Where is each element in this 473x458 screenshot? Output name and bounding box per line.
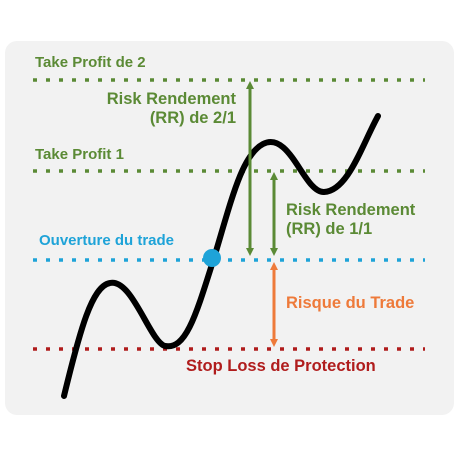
- entry-label: Ouverture du trade: [39, 232, 175, 249]
- rr-2-1-label: Risk Rendement (RR) de 2/1: [90, 90, 236, 128]
- rr-1-1-label-line1: Risk Rendement: [286, 201, 416, 219]
- take-profit-2-label: Take Profit de 2: [35, 54, 146, 71]
- rr-2-1-label-line1: Risk Rendement: [106, 90, 236, 108]
- entry-point-marker: [203, 249, 221, 267]
- rr-1-1-label-line2: (RR) de 1/1: [286, 219, 373, 238]
- take-profit-1-label: Take Profit 1: [35, 146, 124, 163]
- stop-loss-label: Stop Loss de Protection: [186, 357, 376, 375]
- diagram-panel: [5, 41, 454, 415]
- risk-label: Risque du Trade: [286, 294, 415, 312]
- rr-2-1-label-line2: (RR) de 2/1: [149, 108, 236, 127]
- rr-1-1-label: Risk Rendement (RR) de 1/1: [286, 201, 415, 239]
